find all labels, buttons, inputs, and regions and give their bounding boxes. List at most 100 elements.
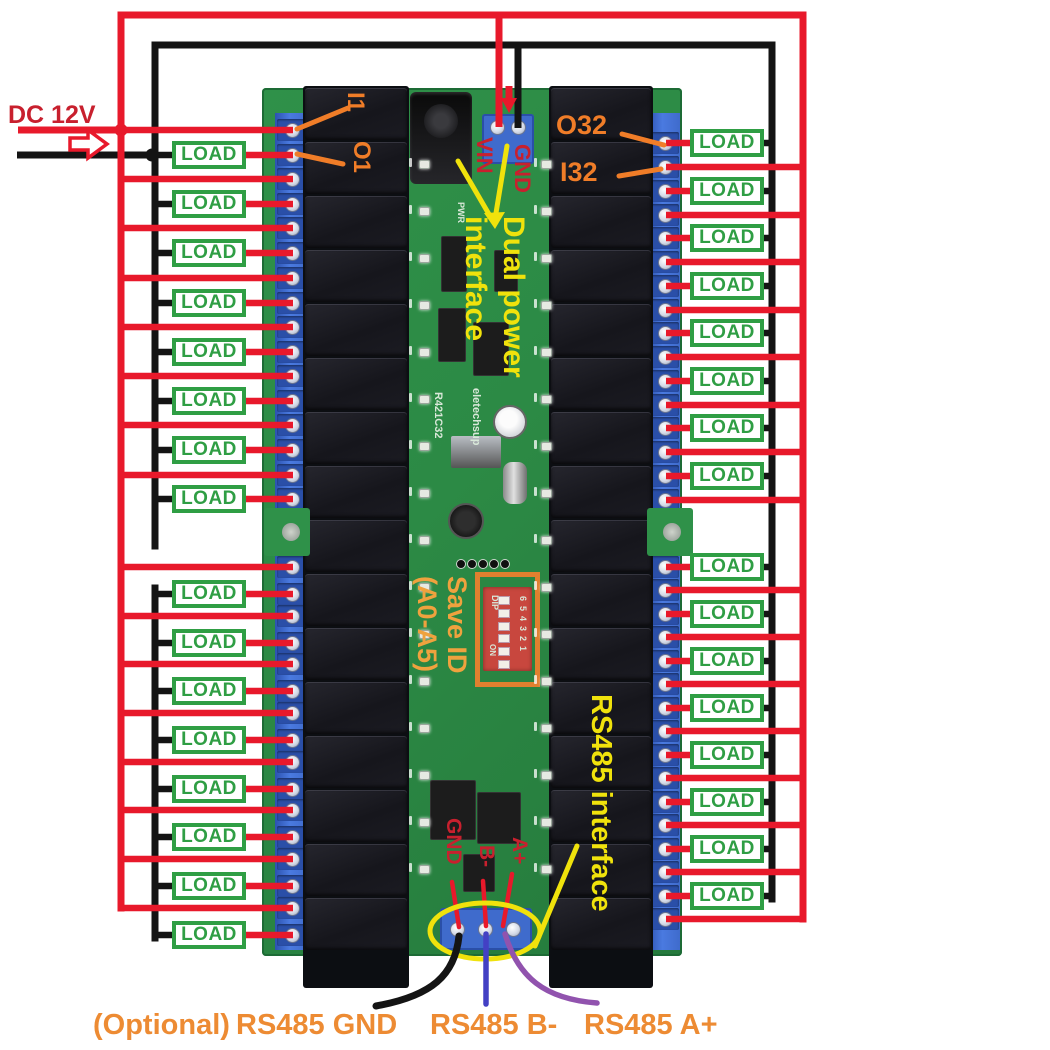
load-box: LOAD xyxy=(690,788,764,816)
relay xyxy=(551,412,651,464)
dip-toggle[interactable] xyxy=(498,634,510,644)
relay xyxy=(305,898,407,950)
dip-toggle[interactable] xyxy=(498,596,510,605)
pin-header xyxy=(456,557,510,571)
silkscreen-mark xyxy=(534,299,537,308)
relay xyxy=(305,736,407,788)
channel-led xyxy=(419,865,430,874)
o1-leader xyxy=(294,151,346,167)
silkscreen-mark xyxy=(534,769,537,778)
channel-led xyxy=(541,348,552,357)
channel-led xyxy=(541,583,552,592)
load-box: LOAD xyxy=(172,190,246,218)
load-box: LOAD xyxy=(172,921,246,949)
relay xyxy=(551,898,651,950)
silkscreen-mark xyxy=(409,722,412,731)
silkscreen-mark xyxy=(409,769,412,778)
silkscreen-mark xyxy=(534,581,537,590)
rs485-a-wire-label: RS485 A+ xyxy=(584,1009,718,1041)
channel-led xyxy=(541,536,552,545)
load-box: LOAD xyxy=(690,647,764,675)
dual-power-note: Dual power interface xyxy=(459,216,530,378)
silkscreen-mark xyxy=(534,628,537,637)
relay-column-right xyxy=(549,86,653,988)
channel-led xyxy=(541,254,552,263)
silkscreen-mark xyxy=(534,722,537,731)
relay xyxy=(305,250,407,302)
silkscreen-mark xyxy=(409,346,412,355)
load-box: LOAD xyxy=(690,129,764,157)
vin-label: VIN xyxy=(472,137,497,174)
load-box: LOAD xyxy=(172,677,246,705)
rs485-b-wire-label: RS485 B- xyxy=(430,1009,558,1041)
relay xyxy=(551,304,651,356)
silkscreen-mark xyxy=(409,816,412,825)
relay xyxy=(305,574,407,626)
channel-led xyxy=(419,583,430,592)
silkscreen-mark xyxy=(409,863,412,872)
relay xyxy=(305,466,407,518)
load-box: LOAD xyxy=(690,224,764,252)
relay xyxy=(551,88,651,140)
load-box: LOAD xyxy=(172,387,246,415)
load-box: LOAD xyxy=(172,338,246,366)
relay xyxy=(305,844,407,896)
inductor xyxy=(503,462,527,504)
silkscreen-mark xyxy=(534,534,537,543)
header-hole xyxy=(489,559,499,569)
relay xyxy=(551,520,651,572)
relay xyxy=(551,196,651,248)
channel-led xyxy=(419,677,430,686)
screw-hole-left xyxy=(282,523,300,541)
relay-column-left xyxy=(303,86,409,988)
channel-led xyxy=(419,395,430,404)
channel-led xyxy=(419,724,430,733)
relay xyxy=(551,250,651,302)
load-box: LOAD xyxy=(172,289,246,317)
load-box: LOAD xyxy=(172,436,246,464)
dual-power-arrow-tail xyxy=(455,158,493,219)
relay xyxy=(551,466,651,518)
channel-led xyxy=(541,301,552,310)
load-box: LOAD xyxy=(172,580,246,608)
relay xyxy=(305,520,407,572)
header-hole xyxy=(500,559,510,569)
rs485-b-pin-label: B- xyxy=(475,845,498,868)
capacitor-black xyxy=(448,503,484,539)
silkscreen-mark xyxy=(534,816,537,825)
i1-leader xyxy=(294,105,351,132)
relay xyxy=(305,682,407,734)
silkscreen-mark xyxy=(409,534,412,543)
channel-led xyxy=(419,301,430,310)
load-box: LOAD xyxy=(690,462,764,490)
o1-label: O1 xyxy=(348,141,375,174)
silkscreen-mark xyxy=(409,393,412,402)
silkscreen-mark xyxy=(409,299,412,308)
channel-led xyxy=(541,724,552,733)
load-box: LOAD xyxy=(690,694,764,722)
dip-toggle[interactable] xyxy=(498,647,510,657)
current-flow-arrow-icon xyxy=(68,126,110,162)
channel-led xyxy=(541,489,552,498)
relay xyxy=(551,358,651,410)
ic-chip xyxy=(477,792,521,844)
silkscreen-mark xyxy=(409,440,412,449)
load-box: LOAD xyxy=(690,882,764,910)
dip-toggle[interactable] xyxy=(498,608,510,618)
i32-label: I32 xyxy=(560,157,598,187)
channel-led xyxy=(541,207,552,216)
load-box: LOAD xyxy=(690,319,764,347)
dual-power-arrow-tail xyxy=(493,143,510,216)
ic-chip xyxy=(473,322,509,376)
silkscreen-mark xyxy=(409,205,412,214)
silkscreen-mark xyxy=(534,252,537,261)
rs485-a-leader xyxy=(500,871,515,929)
rs485-transceiver-chip xyxy=(463,854,495,892)
capacitor xyxy=(493,405,527,439)
dip-toggle[interactable] xyxy=(498,621,510,631)
dip-toggle[interactable] xyxy=(498,660,510,669)
dc-jack-barrel-icon xyxy=(424,104,458,138)
channel-led xyxy=(541,630,552,639)
silkscreen-mark xyxy=(534,863,537,872)
